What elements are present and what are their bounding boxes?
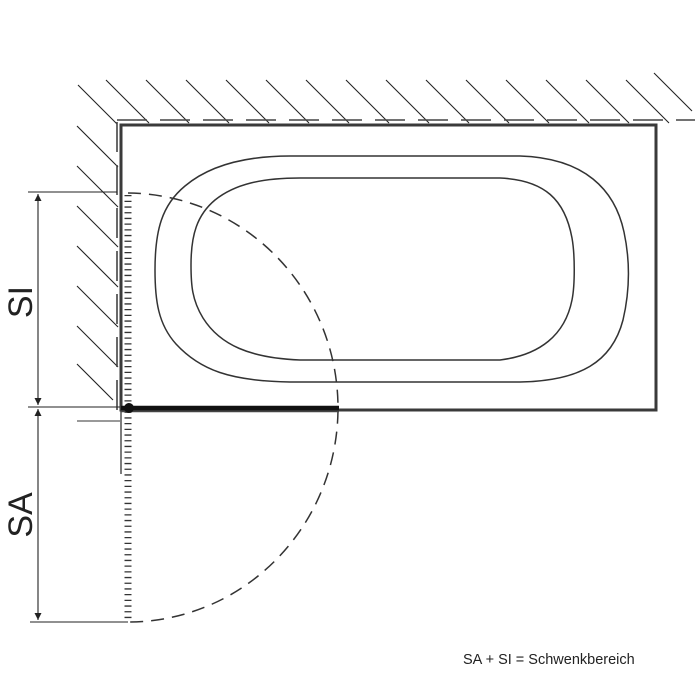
tub-rim-outer xyxy=(154,155,630,383)
swing-arc xyxy=(127,192,339,623)
wall-hatching-top xyxy=(77,72,693,125)
legend-caption: SA + SI = Schwenkbereich xyxy=(463,652,635,668)
sa-label: SA xyxy=(2,492,40,538)
tub-basin-inner xyxy=(190,177,575,361)
shower-screen-panel xyxy=(121,403,339,413)
si-label: SI xyxy=(2,286,40,318)
wall-hatching-left xyxy=(76,125,119,401)
bathtub-outline xyxy=(119,123,658,412)
dimension-lines xyxy=(28,191,128,623)
hinge-point xyxy=(124,403,134,413)
